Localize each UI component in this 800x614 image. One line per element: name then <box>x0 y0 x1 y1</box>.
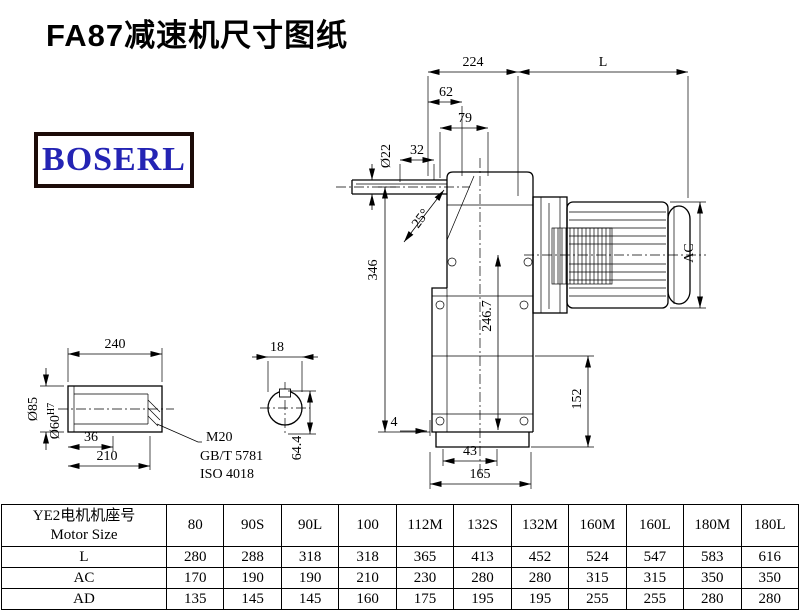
dim-43: 43 <box>463 444 477 459</box>
dim-79: 79 <box>458 111 472 126</box>
dim-value-cell: 255 <box>568 588 627 610</box>
dim-value-cell: 547 <box>625 546 685 568</box>
dim-64-4: 64.4 <box>290 436 305 461</box>
shaft-section-view <box>267 388 303 426</box>
dim-value-cell: 190 <box>280 567 340 589</box>
motor-size-col: 180L <box>740 504 800 547</box>
dim-value-cell: 280 <box>740 588 800 610</box>
motor-size-col: 90L <box>280 504 340 547</box>
motor-size-col: 100 <box>338 504 397 547</box>
dim-value-cell: 280 <box>683 588 742 610</box>
dim-value-cell: 413 <box>453 546 512 568</box>
dim-18: 18 <box>270 340 284 355</box>
motor <box>532 196 691 314</box>
dim-value-cell: 583 <box>683 546 742 568</box>
output-shaft <box>351 179 447 195</box>
motor-size-header: YE2电机机座号 Motor Size <box>1 504 167 547</box>
dimensions: 224 L 62 79 32 Ø22 25° <box>26 55 706 489</box>
dim-value-cell: 318 <box>280 546 340 568</box>
dim-value-cell: 315 <box>625 567 685 589</box>
dim-L: L <box>599 55 608 70</box>
row-label: AD <box>1 588 167 610</box>
dim-value-cell: 452 <box>510 546 570 568</box>
dim-4: 4 <box>391 415 398 430</box>
dim-36: 36 <box>84 430 98 445</box>
thread-callout-m20: M20 <box>206 430 232 445</box>
motor-size-col: 132S <box>453 504 512 547</box>
dim-value-cell: 230 <box>395 567 455 589</box>
dim-value-cell: 195 <box>453 588 512 610</box>
dim-value-cell: 195 <box>510 588 570 610</box>
thread-callout-iso: ISO 4018 <box>200 467 254 482</box>
motor-size-col: 112M <box>395 504 455 547</box>
motor-size-col: 80 <box>165 504 225 547</box>
dim-62: 62 <box>439 85 453 100</box>
page-title: FA87减速机尺寸图纸 <box>46 18 349 53</box>
motor-size-col: 132M <box>510 504 570 547</box>
dim-value-cell: 280 <box>165 546 225 568</box>
dim-dia85: Ø85 <box>26 397 41 421</box>
dim-32: 32 <box>410 143 424 158</box>
dim-AC: AC <box>682 243 697 262</box>
dim-value-cell: 175 <box>395 588 455 610</box>
dim-value-cell: 170 <box>165 567 225 589</box>
centerlines <box>58 158 706 478</box>
dim-value-cell: 524 <box>568 546 627 568</box>
gearbox-housing <box>431 171 534 448</box>
boserl-logo: BOSERL <box>34 132 194 188</box>
dim-value-cell: 135 <box>165 588 225 610</box>
motor-size-col: 160L <box>625 504 685 547</box>
dim-value-cell: 350 <box>683 567 742 589</box>
technical-drawing: 224 L 62 79 32 Ø22 25° <box>26 55 706 489</box>
dim-value-cell: 280 <box>453 567 512 589</box>
leader-line <box>156 423 202 443</box>
dim-165: 165 <box>470 467 491 482</box>
dim-value-cell: 365 <box>395 546 455 568</box>
row-label: L <box>1 546 167 568</box>
dim-dia60h7: Ø60H7 <box>46 403 63 439</box>
dim-value-cell: 255 <box>625 588 685 610</box>
dim-value-cell: 190 <box>223 567 282 589</box>
dim-value-cell: 318 <box>338 546 397 568</box>
dim-dia22: Ø22 <box>379 144 394 168</box>
shaft-detail-view <box>67 385 202 443</box>
row-label: AC <box>1 567 167 589</box>
dim-value-cell: 145 <box>280 588 340 610</box>
motor-size-header-cn: YE2电机机座号 <box>32 507 136 524</box>
dim-value-cell: 145 <box>223 588 282 610</box>
thread-callout-gbt: GB/T 5781 <box>200 449 263 464</box>
dim-value-cell: 315 <box>568 567 627 589</box>
dim-210: 210 <box>97 449 118 464</box>
dim-value-cell: 160 <box>338 588 397 610</box>
dim-25deg: 25° <box>409 207 433 232</box>
motor-size-col: 180M <box>683 504 742 547</box>
dim-value-cell: 280 <box>510 567 570 589</box>
motor-size-header-en: Motor Size <box>50 526 118 543</box>
dim-246-7: 246.7 <box>480 300 495 332</box>
motor-size-col: 90S <box>223 504 282 547</box>
dim-224: 224 <box>463 55 484 70</box>
dim-h7-tol: H7 <box>46 403 57 415</box>
motor-size-col: 160M <box>568 504 627 547</box>
dim-value-cell: 350 <box>740 567 800 589</box>
dim-240: 240 <box>105 337 126 352</box>
dim-346: 346 <box>366 260 381 281</box>
dim-152: 152 <box>570 389 585 410</box>
dim-dia60: Ø60 <box>48 415 63 439</box>
boserl-logo-text: BOSERL <box>42 141 186 178</box>
dim-value-cell: 210 <box>338 567 397 589</box>
dim-value-cell: 288 <box>223 546 282 568</box>
dim-value-cell: 616 <box>740 546 800 568</box>
